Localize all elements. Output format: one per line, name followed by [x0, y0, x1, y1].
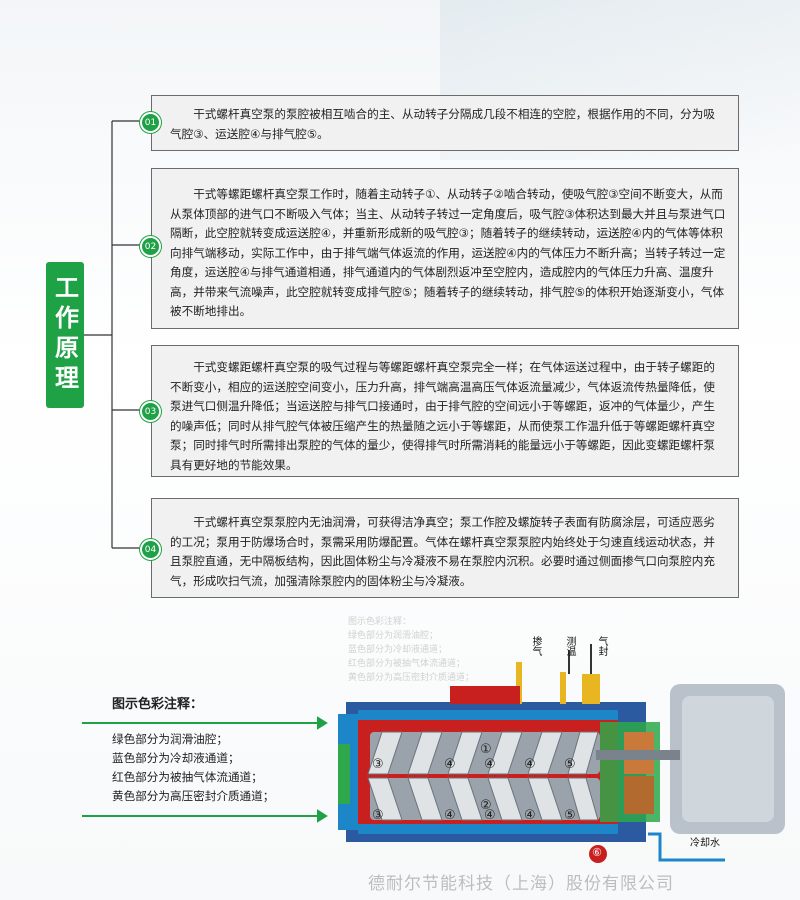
coolant-jacket-top	[358, 710, 618, 720]
item-box-1: 干式螺杆真空泵的泵腔被相互啮合的主、从动转子分隔成几段不相连的空腔，根据作用的不…	[151, 95, 739, 151]
rotor-label-5-bottom: ⑤	[564, 808, 576, 823]
rotor-label-4b-top: ④	[484, 757, 496, 772]
rotor-label-3-bottom: ③	[372, 808, 384, 823]
item-box-4: 干式螺杆真空泵泵腔内无油润滑，可获得洁净真空；泵工作腔及螺旋转子表面有防腐涂层，…	[151, 498, 739, 598]
legend-item-red: 红色部分为被抽气体流通道；	[112, 770, 263, 784]
legend-item-yellow: 黄色部分为高压密封介质通道；	[112, 789, 275, 803]
rotor-label-4c-top: ④	[524, 757, 536, 772]
rotor-label-4b-bottom: ④	[484, 808, 496, 823]
label-gas-injection: 掺气	[530, 636, 541, 656]
drive-shaft	[596, 750, 680, 760]
lube-chamber-left	[338, 744, 350, 804]
rotor-label-6: ⑥	[592, 846, 602, 859]
seal-gas-fitting	[582, 674, 600, 704]
exhaust-port	[450, 686, 520, 704]
rotor-bottom	[367, 777, 600, 821]
item-number-3: 03	[140, 401, 161, 422]
rotor-label-3-top: ③	[372, 757, 384, 772]
gear-bottom	[624, 776, 654, 814]
label-cooling-water: 冷却水	[690, 838, 720, 849]
label-seal-gas: 气封	[596, 636, 607, 656]
temperature-probe	[560, 672, 566, 704]
pump-diagram	[338, 644, 785, 863]
gas-injection-pipe	[516, 662, 522, 704]
item-box-2: 干式等螺距螺杆真空泵工作时，随着主动转子①、从动转子②啮合转动，使吸气腔③空间不…	[151, 168, 739, 329]
legend-item-blue: 蓝色部分为冷却液通道；	[112, 751, 240, 765]
item-number-2: 02	[140, 236, 161, 257]
diagram-note-5: 黄色部分为高压密封介质通道；	[348, 673, 475, 683]
diagram-note-3: 蓝色部分为冷却液通道；	[348, 645, 448, 655]
item-text-3: 干式变螺距螺杆真空泵的吸气过程与等螺距螺杆真空泵完全一样；在气体运送过程中，由于…	[170, 360, 715, 472]
probe-wire	[568, 650, 570, 674]
legend-item-green: 绿色部分为润滑油腔；	[112, 732, 228, 746]
item-text-4: 干式螺杆真空泵泵腔内无油润滑，可获得洁净真空；泵工作腔及螺旋转子表面有防腐涂层，…	[170, 515, 715, 588]
diagram-note-2: 绿色部分为润滑油腔；	[348, 631, 439, 641]
item-number-1: 01	[140, 112, 161, 133]
diagram-note-1: 图示色彩注释：	[348, 617, 412, 627]
label-temperature: 测温	[564, 636, 575, 656]
rotor-top	[367, 731, 600, 775]
rotor-label-5-top: ⑤	[564, 757, 576, 772]
rotor-label-2: ②	[480, 798, 492, 813]
coolant-pipe	[648, 832, 725, 862]
seal-wire	[590, 644, 592, 674]
item-text-1: 干式螺杆真空泵的泵腔被相互啮合的主、从动转子分隔成几段不相连的空腔，根据作用的不…	[170, 107, 715, 141]
rotor-label-4c-bottom: ④	[524, 808, 536, 823]
rotor-label-1: ①	[480, 742, 492, 757]
legend-title: 图示色彩注释：	[112, 697, 204, 712]
rotor-label-4a-top: ④	[444, 757, 456, 772]
motor-inner	[682, 696, 774, 822]
section-title: 工作原理	[46, 262, 84, 408]
drain-port	[589, 845, 607, 863]
item-box-3: 干式变螺距螺杆真空泵的吸气过程与等螺距螺杆真空泵完全一样；在气体运送过程中，由于…	[151, 345, 739, 477]
rotor-label-4a-bottom: ④	[444, 808, 456, 823]
item-text-2: 干式等螺距螺杆真空泵工作时，随着主动转子①、从动转子②啮合转动，使吸气腔③空间不…	[170, 187, 726, 318]
item-number-4: 04	[140, 539, 161, 560]
coolant-jacket-bottom	[358, 824, 618, 834]
company-name: 德耐尔节能科技（上海）股份有限公司	[368, 874, 674, 894]
diagram-note-4: 红色部分为被抽气体流通道；	[348, 659, 466, 669]
